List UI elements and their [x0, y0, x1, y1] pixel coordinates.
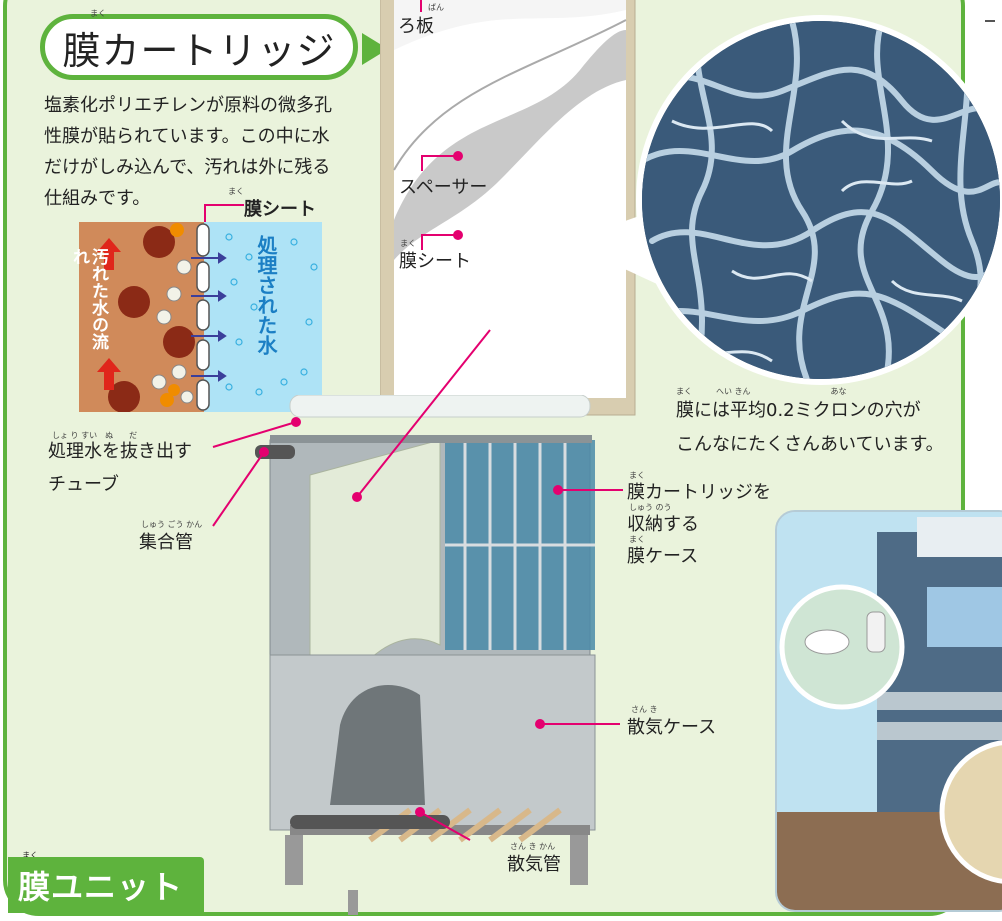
micron-caption-line2: こんなにたくさんあいています。 [676, 434, 944, 455]
aeration-pipe-ruby: さん き かん [510, 842, 556, 851]
unit-badge: 膜ユニット [8, 857, 204, 913]
building-illustration [777, 512, 1002, 910]
tube-ruby: しょ り すい ぬ だ [52, 431, 138, 440]
cartridge-title-ruby: まく [90, 9, 106, 18]
cartridge-title-pill: 膜カートリッジ [40, 14, 358, 80]
tube-label-line2: チューブ [48, 474, 119, 495]
header-pipe-label: 集合管 [139, 532, 193, 553]
plate-sheet-label: 膜シート [399, 251, 471, 272]
plate-sheet-dot [453, 230, 463, 240]
dirty-water-flow-label: 汚れた水の流れ [69, 248, 108, 350]
plate-sheet-pointer [421, 234, 458, 236]
tube-label-line1: 処理水を抜き出す [48, 441, 192, 462]
filtration-inset [79, 222, 322, 412]
spacer-label: スペーサー [399, 177, 488, 198]
spacer-dot [453, 151, 463, 161]
case-ruby2: しゅう のう [629, 503, 672, 512]
spacer-pointer-v [421, 155, 423, 171]
desc-line: だけがしみ込んで、汚れは外に残る [44, 157, 331, 178]
micron-caption-line1: 膜には平均0.2ミクロンの穴が [676, 400, 921, 421]
filter-plate-pointer [420, 0, 422, 12]
case-label-line1: 膜カートリッジを [627, 482, 771, 503]
header-pipe-ruby: しゅう ごう かん [141, 520, 203, 529]
edge-mark [985, 20, 995, 22]
case-label-line2: 収納する [627, 514, 699, 535]
treated-water-label: 処理された水 [254, 235, 278, 355]
building-panel [775, 510, 1002, 912]
unit-badge-label: 膜ユニット [18, 868, 184, 906]
aeration-case-label: 散気ケース [627, 717, 717, 738]
micron-caption-ruby: まく へい きん あな [676, 387, 847, 396]
filter-plate-label: ろ板 [398, 16, 434, 37]
unit-badge-ruby: まく [22, 851, 38, 860]
spacer-pointer [421, 155, 458, 157]
aeration-pipe-label: 散気管 [507, 854, 561, 875]
filter-plate-illustration [380, 0, 636, 416]
membrane-micrograph [636, 15, 1002, 385]
desc-line: 塩素化ポリエチレンが原料の微多孔 [44, 95, 332, 116]
cartridge-description: 塩素化ポリエチレンが原料の微多孔 性膜が貼られています。この中に水 だけがしみ込… [44, 90, 379, 214]
membrane-pore-texture [642, 21, 1000, 379]
aeration-case-ruby: さん き [631, 705, 658, 714]
desc-line: 仕組みです。 [44, 188, 151, 209]
case-ruby1: まく [629, 471, 645, 480]
case-label-line3: 膜ケース [627, 546, 699, 567]
cartridge-title: 膜カートリッジ [62, 28, 336, 73]
plate-sheet-ruby: まく [400, 239, 416, 248]
filter-plate-ruby: ばん [428, 3, 444, 12]
plate-sheet-pointer-v [421, 234, 423, 250]
membrane-sheet-pointer [204, 204, 244, 206]
membrane-unit-illustration [255, 395, 596, 915]
membrane-sheet-ruby: まく [228, 187, 244, 196]
case-ruby3: まく [629, 535, 645, 544]
membrane-sheet-label: 膜シート [244, 199, 316, 220]
desc-line: 性膜が貼られています。この中に水 [44, 126, 330, 147]
membrane-sheet-pointer-v [204, 204, 206, 222]
